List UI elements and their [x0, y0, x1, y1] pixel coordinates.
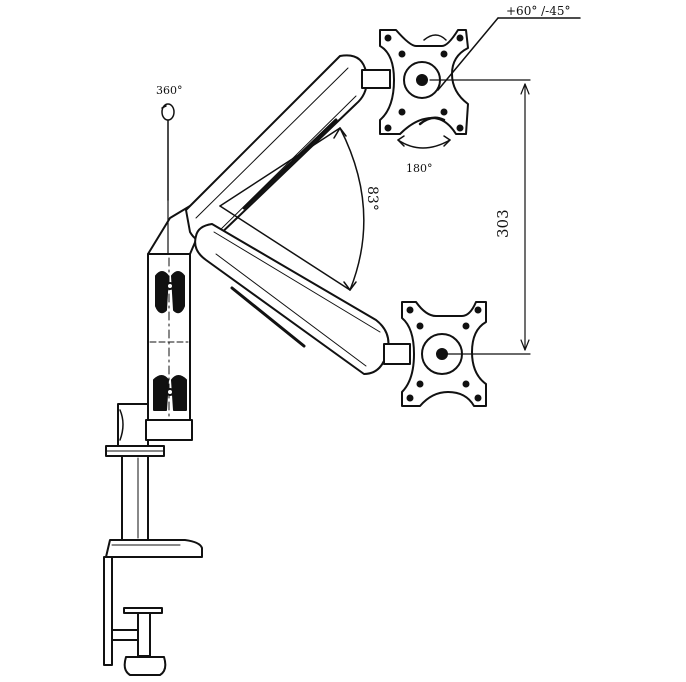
tilt-label: +60° /-45°	[506, 4, 571, 18]
desk-clamp	[103, 539, 203, 676]
swivel-180-indicator	[397, 135, 451, 149]
swivel-180-label: 180°	[406, 162, 433, 175]
rotation-360-label: 360°	[156, 84, 183, 97]
rotation-360-indicator	[161, 103, 175, 201]
height-dimension	[429, 79, 531, 355]
lower-arm	[194, 223, 390, 375]
height-303-label: 303	[494, 209, 512, 238]
lower-vesa-plate	[383, 301, 487, 407]
tilt-leader	[437, 17, 581, 91]
lower-column	[147, 253, 191, 421]
arm-angle-label: 83°	[364, 186, 380, 211]
upper-arm	[185, 54, 368, 243]
upper-vesa-plate	[361, 29, 469, 135]
arm-angle-arc	[219, 127, 365, 291]
vertical-pole	[105, 403, 193, 541]
